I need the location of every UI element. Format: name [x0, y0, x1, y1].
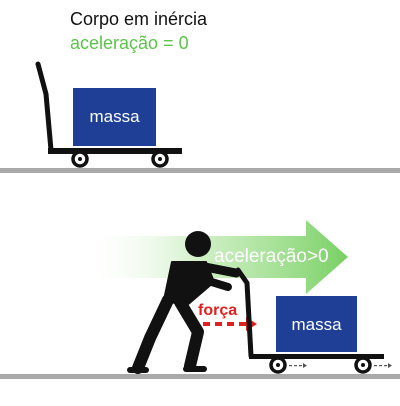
bottom-acceleration-label: aceleração>0: [214, 246, 329, 267]
top-mass-box: [73, 88, 156, 146]
force-label: força: [198, 302, 237, 319]
bottom-scene: aceleração>0 força: [82, 220, 392, 374]
top-scene: Corpo em inércia aceleração = 0 massa: [35, 9, 208, 168]
bottom-mass-label: massa: [291, 315, 342, 334]
top-mass-label: massa: [89, 107, 140, 126]
motion-dashes-icon: [289, 363, 392, 368]
hand-truck-icon: [35, 61, 182, 168]
pushing-person-icon: [127, 231, 241, 374]
top-acceleration-label: aceleração = 0: [70, 33, 189, 53]
gradient-arrow-icon: [82, 220, 348, 294]
bottom-ground-line: [0, 374, 400, 379]
top-title: Corpo em inércia: [70, 9, 208, 29]
bottom-mass-box: [276, 296, 357, 352]
top-ground-line: [0, 168, 400, 173]
hand-truck-icon: [235, 267, 384, 374]
